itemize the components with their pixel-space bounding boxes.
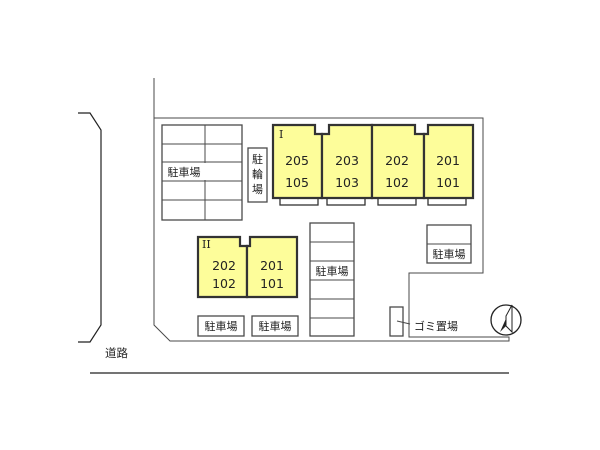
building-1-unit-3-upper: 202 [385, 153, 409, 168]
building-2-unit-1-lower: 102 [212, 276, 236, 291]
parking-area-bottom-left-2: 駐車場 [251, 315, 299, 337]
parking-area-bottom-left-1: 駐車場 [197, 315, 245, 337]
parking-area-right: 駐車場 [426, 224, 472, 264]
building-2-unit-2-lower: 101 [260, 276, 284, 291]
building-1-unit-4 [422, 123, 475, 200]
site-boundary [153, 78, 510, 342]
left-road-edge [78, 112, 102, 343]
parking-label-bottom-left-2: 駐車場 [259, 319, 292, 333]
bicycle-parking: 駐 輪 場 [247, 147, 268, 203]
parking-area-top-left: 駐車場 [161, 124, 243, 221]
road-label: 道路 [105, 346, 128, 360]
building-2-unit-1-upper: 202 [212, 258, 236, 273]
parking-label-bottom-left-1: 駐車場 [205, 319, 238, 333]
parking-label-right: 駐車場 [433, 247, 466, 261]
bicycle-parking-char-2: 輪 [252, 167, 263, 181]
building-2-unit-2 [245, 235, 299, 299]
building-1-unit-3-lower: 102 [385, 175, 409, 190]
bicycle-parking-char-3: 場 [252, 183, 263, 196]
garbage-label: ゴミ置場 [414, 319, 458, 333]
building-2: II 202 102 201 101 [196, 235, 299, 299]
building-1: I 205 105 203 103 202 102 201 101 [271, 123, 475, 206]
north-arrow-icon [490, 304, 522, 336]
building-1-unit-2-upper: 203 [335, 153, 359, 168]
parking-area-center: 駐車場 [309, 222, 355, 337]
building-2-unit-2-upper: 201 [260, 258, 284, 273]
building-1-label: I [279, 128, 283, 141]
building-1-unit-2-lower: 103 [335, 175, 359, 190]
parking-label-top-left: 駐車場 [168, 165, 201, 179]
parking-label-center: 駐車場 [316, 264, 349, 278]
building-1-unit-1-upper: 205 [285, 153, 309, 168]
bicycle-parking-char-1: 駐 [252, 152, 263, 166]
garbage-area: ゴミ置場 [389, 306, 458, 337]
building-1-unit-4-lower: 101 [436, 175, 460, 190]
building-1-unit-1-lower: 105 [285, 175, 309, 190]
building-1-unit-4-upper: 201 [436, 153, 460, 168]
building-2-label: II [202, 238, 211, 251]
